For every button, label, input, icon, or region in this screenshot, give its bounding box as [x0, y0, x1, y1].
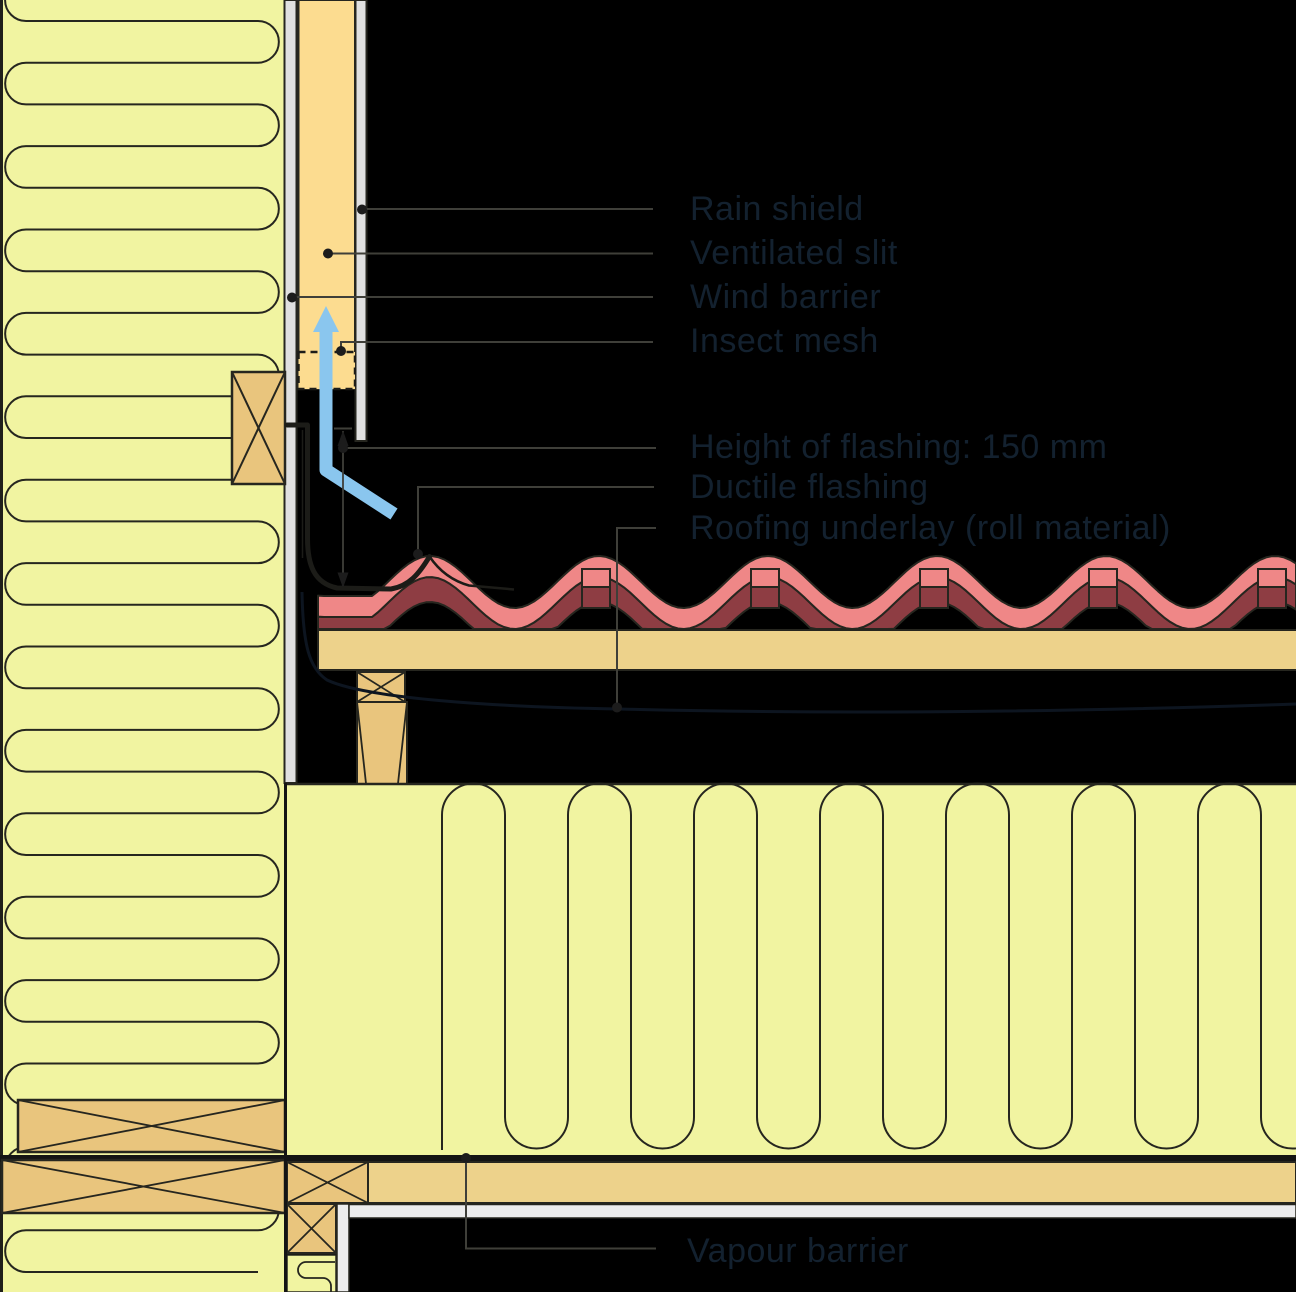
interior-wall-cladding — [336, 1203, 350, 1292]
wall-timber-upper-plate — [16, 1098, 287, 1154]
leader-roofing-underlay — [616, 527, 656, 708]
leader-vapour-barrier — [465, 1158, 656, 1250]
callout-insect-mesh: Insect mesh — [690, 322, 879, 360]
wall-corner-batten — [286, 1203, 337, 1254]
roofing-underlay-membrane — [300, 591, 1296, 714]
callout-vapour-barrier: Vapour barrier — [687, 1232, 909, 1270]
leader-ductile-flashing — [417, 486, 654, 553]
callout-ventilated-slit: Ventilated slit — [690, 234, 898, 272]
ductile-flashing-shape — [284, 422, 515, 592]
wall-timber-lower-plate — [0, 1158, 287, 1215]
roof-insulation — [287, 782, 1296, 1157]
flashing-height-dimension — [334, 427, 352, 588]
callout-roofing-underlay: Roofing underlay (roll material) — [690, 509, 1171, 547]
callout-ductile-flashing: Ductile flashing — [690, 468, 929, 506]
roof-tiles — [317, 555, 1296, 630]
roof-board — [317, 629, 1296, 671]
callout-wind-barrier: Wind barrier — [690, 278, 882, 316]
ceiling-board — [367, 1161, 1296, 1204]
callout-flashing-height: Height of flashing: 150 mm — [690, 428, 1108, 466]
rain-shield-layer — [354, 0, 368, 442]
airflow-up-arrow-icon — [313, 306, 398, 520]
leader-lines — [287, 204, 656, 1250]
wind-barrier-layer — [283, 0, 298, 784]
service-cavity-insulation — [286, 1254, 337, 1292]
timber-batten-upper — [230, 370, 287, 486]
callout-rain-shield: Rain shield — [690, 190, 864, 228]
ceiling-corner-batten — [286, 1161, 369, 1204]
interior-ceiling-cladding — [348, 1203, 1296, 1219]
leader-insect-mesh — [340, 341, 653, 351]
wall-insulation — [0, 0, 285, 1292]
